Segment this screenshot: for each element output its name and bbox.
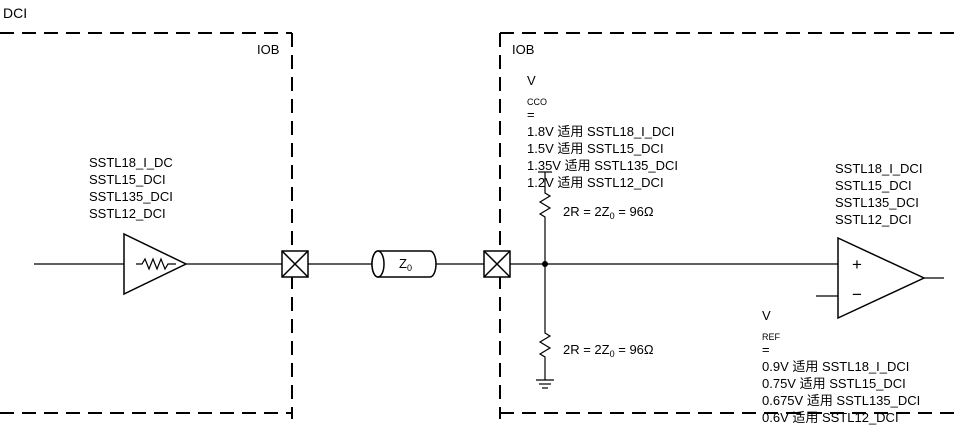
vref-item: 0.6V 适用 SSTL12_DCI [762,410,899,425]
lower-resistor-label: 2R = 2Z0 = 96Ω [563,342,654,359]
diagram-title: DCI [3,5,28,21]
vcco-item: 1.2V 适用 SSTL12_DCI [527,175,664,190]
vcco-item: 1.35V 适用 SSTL135_DCI [527,158,679,173]
left-iob-label: IOB [257,42,280,57]
upper-resistor-label: 2R = 2Z0 = 96Ω [563,204,654,221]
signal-wire [34,263,944,279]
driver-standard: SSTL15_DCI [89,172,166,187]
receiver-standard: SSTL18_I_DCI [835,161,923,176]
comparator-plus-sign: + [852,255,862,274]
receiver-standard: SSTL12_DCI [835,212,912,227]
vref-item: 0.75V 适用 SSTL15_DCI [762,376,906,391]
vref-item: 0.9V 适用 SSTL18_I_DCI [762,359,910,374]
driver-standard: SSTL12_DCI [89,206,166,221]
receiver-standards-list: SSTL18_I_DCI SSTL15_DCI SSTL135_DCI SSTL… [835,160,922,228]
right-pad-icon [483,250,511,278]
vref-item: 0.675V 适用 SSTL135_DCI [762,393,921,408]
driver-buffer-icon [123,232,188,296]
right-iob-label: IOB [512,42,535,57]
line-impedance-label: Z0 [399,256,412,273]
driver-standard: SSTL135_DCI [89,189,173,204]
receiver-standard: SSTL135_DCI [835,195,919,210]
driver-standards-list: SSTL18_I_DC SSTL15_DCI SSTL135_DCI SSTL1… [89,154,173,222]
right-iob-boundary [499,32,961,419]
vcco-item: 1.8V 适用 SSTL18_I_DCI [527,124,675,139]
receiver-comparator-icon [816,236,926,320]
comparator-minus-sign: − [852,285,862,304]
junction-dot-icon [542,261,548,267]
termination-network [536,171,554,389]
transmission-line-icon [371,250,437,278]
receiver-standard: SSTL15_DCI [835,178,912,193]
driver-standard: SSTL18_I_DC [89,155,173,170]
left-iob-boundary [0,32,293,419]
vcco-item: 1.5V 适用 SSTL15_DCI [527,141,664,156]
left-pad-icon [281,250,309,278]
